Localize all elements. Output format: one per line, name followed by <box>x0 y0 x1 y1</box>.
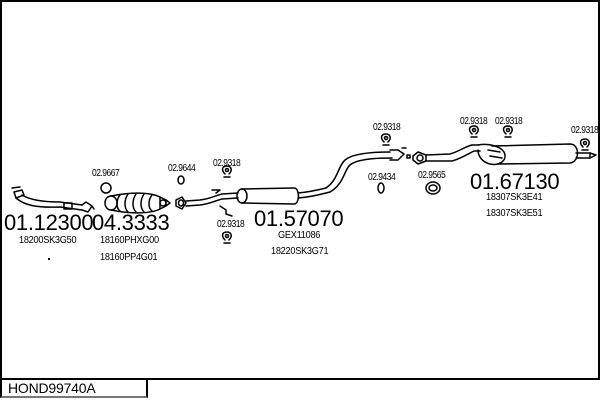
hanger-mid-rear-drawing <box>380 133 391 146</box>
hanger-mid-bottom-drawing <box>221 231 232 244</box>
hanger-mid-top-drawing <box>221 165 232 178</box>
diagram-code-box: HOND99740A <box>0 378 148 398</box>
accessory-label-gasket-cat-rear[interactable]: 02.9644 <box>168 163 196 174</box>
oem-number-catalytic-converter-2: 18160PP4G01 <box>100 252 158 263</box>
accessory-label-gasket-rear-front[interactable]: 02.9565 <box>418 170 446 181</box>
accessory-label-hanger-mid-top[interactable]: 02.9318 <box>213 158 241 169</box>
gasket-cat-rear-drawing <box>177 175 185 185</box>
oem-number-front-pipe: 18200SK3G50 <box>19 235 77 246</box>
diagram-frame <box>0 0 600 380</box>
oem-number-middle-silencer-1: GEX11086 <box>278 230 321 241</box>
diagram-code: HOND99740A <box>8 380 96 396</box>
oem-number-middle-silencer-2: 18220SK3G71 <box>271 246 329 257</box>
middle-silencer-drawing <box>175 187 331 217</box>
gasket-cat-front-drawing <box>100 182 112 194</box>
hanger-rear-2-drawing <box>502 125 513 138</box>
accessory-label-hanger-mid-bottom[interactable]: 02.9318 <box>217 219 245 230</box>
gasket-mid-rear-drawing <box>377 182 385 194</box>
accessory-label-hanger-rear-3[interactable]: 02.9318 <box>571 125 599 136</box>
front-pipe-drawing <box>11 186 95 213</box>
accessory-label-hanger-rear-1[interactable]: 02.9318 <box>460 116 488 127</box>
rear-silencer-drawing <box>477 143 597 166</box>
gasket-rear-front-drawing <box>425 181 441 195</box>
part-number-catalytic-converter[interactable]: 04.3333 <box>92 210 170 235</box>
accessory-label-hanger-mid-rear[interactable]: 02.9318 <box>373 122 401 133</box>
catalytic-converter-drawing <box>104 192 171 214</box>
accessory-label-gasket-mid-rear[interactable]: 02.9434 <box>368 172 396 183</box>
intermediate-pipe-drawing <box>325 144 481 193</box>
part-number-rear-silencer[interactable]: 01.67130 <box>470 169 560 194</box>
stray-dot <box>48 258 50 260</box>
accessory-label-gasket-cat-front[interactable]: 02.9667 <box>92 168 120 179</box>
oem-number-rear-silencer-1: 18307SK3E41 <box>486 192 543 203</box>
accessory-label-hanger-rear-2[interactable]: 02.9318 <box>495 116 523 127</box>
hanger-rear-3-drawing <box>579 138 590 151</box>
hanger-rear-1-drawing <box>468 125 479 138</box>
part-number-middle-silencer[interactable]: 01.57070 <box>254 206 344 231</box>
oem-number-rear-silencer-2: 18307SK3E51 <box>486 208 543 219</box>
part-number-front-pipe[interactable]: 01.12300 <box>4 210 94 235</box>
oem-number-catalytic-converter-1: 18160PHXG00 <box>100 235 159 246</box>
